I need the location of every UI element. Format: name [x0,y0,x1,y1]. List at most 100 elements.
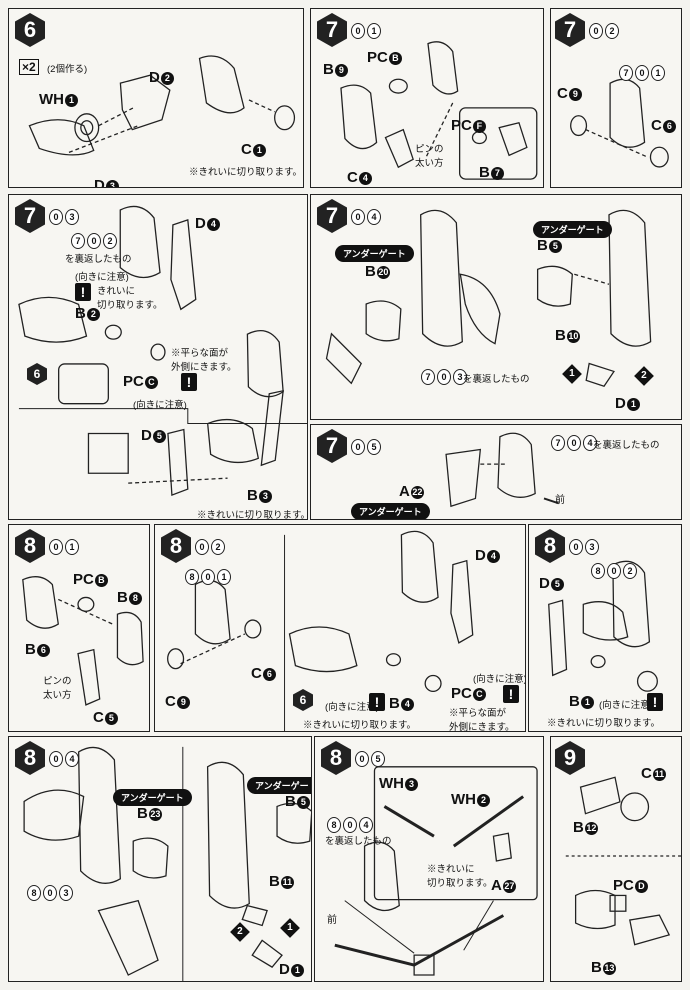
orient-note-2: (向きに注意) [473,674,526,685]
step-8-number: 8 [15,529,45,563]
orient-note-2: (向きに注意) [133,400,187,411]
warning-icon: ! [647,693,663,711]
under-gate-tag-1: アンダーゲート [335,245,414,262]
pin-note: ピンの 太い方 [43,676,72,701]
step-7-04-illustration [325,209,652,388]
step-8-03-illustration [548,560,658,692]
step-8-number: 8 [161,529,191,563]
step-8-05-illustration [334,766,538,976]
step-9-illustration [565,776,681,946]
warning-icon: ! [369,693,385,711]
step-number-text: 6 [23,17,37,42]
step-8-number: 8 [321,741,351,775]
step-7-05-illustration [445,432,559,508]
flip-note: を裏返したもの [65,254,132,265]
step-7-01-illustration [340,41,538,180]
cut-note: ※きれいに切り取ります。 [189,167,303,178]
quantity-note: (2個作る) [47,64,88,75]
step-7-number: 7 [317,199,347,233]
flip-note: を裏返したもの [325,836,392,847]
step-8-number: 8 [535,529,565,563]
step-8-04-illustration [23,746,311,981]
under-gate-tag-1: アンダーゲート [113,789,192,806]
step-7-number: 7 [15,199,45,233]
step-7-03-illustration [18,205,307,496]
front-label: 前 [327,915,337,926]
orient-note-1: (向きに注意) [75,272,129,283]
step-9-number: 9 [555,741,585,775]
cut-note: ※きれいに切り取ります。 [303,720,417,731]
step-8-number: 8 [15,741,45,775]
step-8-01-illustration [22,576,144,706]
under-gate-tag: アンダーゲート [351,503,430,519]
warning-icon: ! [75,283,91,301]
ref-part-6: 6 [27,363,47,385]
cut-note-1: きれいに 切り取ります。 [97,286,163,311]
step-6-illustration [28,55,296,156]
front-label: 前 [555,495,565,506]
flat-note: ※平らな面が 外側にきます。 [171,348,237,373]
